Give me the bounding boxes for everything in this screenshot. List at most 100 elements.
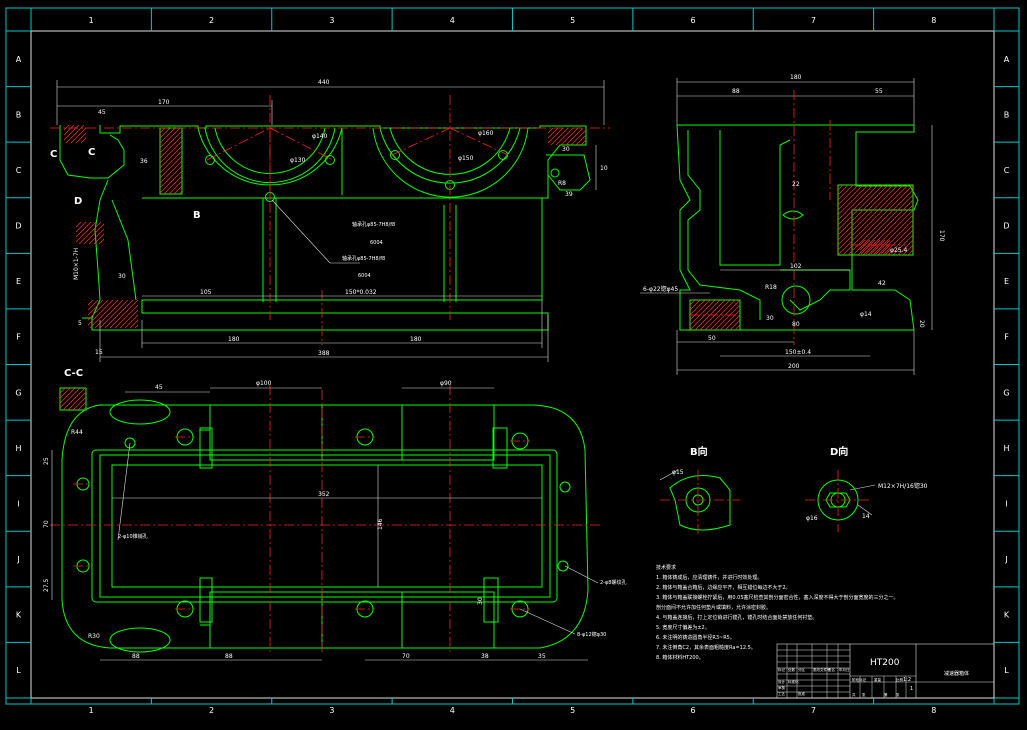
zone-col-label-bottom: 2	[209, 706, 214, 715]
dim-side-55: 55	[875, 88, 883, 95]
dim-side-150: 150±0.4	[785, 349, 811, 356]
side-view	[640, 78, 933, 375]
dim-top-25: 25	[43, 457, 50, 465]
dim-side-88: 88	[732, 88, 740, 95]
dim-bore2-in: φ150	[458, 155, 474, 162]
zone-col-label-top: 1	[89, 16, 94, 25]
note-line: 4. 与箱盖连接后，打上定位销进行镗孔，镗孔时结合面处禁放任何衬垫。	[656, 614, 817, 621]
zone-col-label-bottom: 1	[89, 706, 94, 715]
dim-top-70b: 70	[402, 653, 410, 660]
top-view	[50, 385, 600, 661]
zone-col-label-top: 5	[570, 16, 575, 25]
title-block-label: 共	[852, 692, 856, 697]
dim-front-105: 105	[200, 289, 212, 296]
dim-bview-15: φ15	[672, 469, 684, 476]
notes-title: 技术要求	[656, 564, 676, 571]
note-top-holes2: 2-φ8螺纹孔	[600, 579, 626, 586]
dim-top-70: 70	[43, 520, 50, 528]
title-block-label: 年月日	[839, 667, 850, 672]
zone-row-label-right: G	[1003, 388, 1009, 397]
fit-note-1: 轴承孔φ85-7H8/f8	[352, 221, 395, 228]
dim-bore1-in: φ130	[290, 157, 306, 164]
dim-side-42: 42	[878, 280, 886, 287]
title-block-label: 重量	[874, 677, 882, 682]
d-view	[805, 470, 876, 532]
zone-row-label-left: D	[15, 222, 21, 231]
section-mark-c-right: C	[88, 147, 95, 158]
note-line: 3. 箱体与箱盖联接螺栓拧紧后，用0.05塞尺检查其剖分面密合性，塞入深度不得大…	[656, 594, 899, 601]
fit-note-2: 轴承孔φ85-7H8/f8	[342, 255, 385, 262]
dim-top-275: 27.5	[43, 578, 50, 592]
note-line: 5. 宽度尺寸偏差为±2。	[656, 624, 710, 631]
dim-side-180: 180	[790, 74, 802, 81]
title-block-label: 更改文件号	[813, 667, 831, 672]
title-block-label: 标准化	[788, 679, 799, 684]
zone-row-label-left: A	[16, 55, 22, 64]
title-block-label: 第	[884, 692, 888, 697]
dim-front-5: 5	[78, 320, 82, 327]
title-block-label: 设计	[778, 679, 786, 684]
zone-row-label-right: F	[1004, 333, 1009, 342]
dim-front-180a: 180	[228, 336, 240, 343]
dim-top-d100: φ100	[256, 380, 272, 387]
zone-col-label-bottom: 7	[811, 706, 816, 715]
dim-front-388: 388	[318, 350, 330, 357]
zone-col-label-top: 8	[931, 16, 936, 25]
zone-row-label-left: C	[16, 166, 22, 175]
title-block-label: 批准	[798, 691, 806, 696]
zone-row-label-left: H	[15, 444, 21, 453]
dim-top-352: 352	[318, 491, 330, 498]
dim-front-30b: 30	[118, 273, 126, 280]
zone-col-label-bottom: 6	[691, 706, 696, 715]
title-block-label: 审核	[778, 685, 786, 690]
dim-dview-14: 14	[862, 513, 870, 520]
title-block-label: 工艺	[778, 691, 786, 696]
title-block-label: 比例	[896, 677, 904, 682]
zone-col-label-top: 4	[450, 16, 455, 25]
zone-col-label-top: 6	[691, 16, 696, 25]
dim-top-146: 146	[377, 518, 384, 530]
dim-bore1: φ140	[312, 133, 328, 140]
dim-side-200: 200	[788, 363, 800, 370]
note-line: 2. 箱体与箱盖合箱后，边缘应平齐，相互错位每边不大于2。	[656, 584, 791, 591]
zone-row-label-right: H	[1003, 444, 1009, 453]
title-scale: 1:2	[903, 677, 911, 683]
dim-dview-16: φ16	[806, 515, 818, 522]
dim-top-88b: 88	[225, 653, 233, 660]
dim-front-15: 15	[95, 349, 103, 356]
dim-side-22: 22	[792, 181, 800, 188]
dim-side-30: 30	[766, 315, 774, 322]
zone-col-label-bottom: 8	[931, 706, 936, 715]
title-block-label: 张	[862, 692, 866, 697]
dim-front-r8: R8	[558, 180, 566, 187]
dim-front-39: 39	[565, 191, 573, 198]
title-block-label: 标记	[778, 667, 786, 672]
dim-side-254: φ25.4	[890, 247, 908, 254]
zone-row-label-right: J	[1004, 555, 1007, 564]
note-line: 1. 箱体铸成后，应清理铸件，并进行时效处理。	[656, 574, 762, 581]
zone-row-label-right: B	[1004, 110, 1010, 119]
title-block-label: 张	[896, 692, 900, 697]
note-top-holes3: 8-φ12锪φ30	[577, 631, 606, 638]
dim-side-holes: 6-φ22锪φ45	[643, 285, 678, 293]
dim-top-30: 30	[477, 597, 484, 605]
dim-top-35: 35	[538, 653, 546, 660]
zone-row-label-left: K	[16, 611, 22, 620]
view-title-d: D向	[830, 445, 848, 458]
dim-top-45: 45	[155, 384, 163, 391]
zone-row-label-left: E	[16, 277, 21, 286]
zone-col-label-bottom: 4	[450, 706, 455, 715]
section-mark-b: B	[193, 210, 201, 221]
zone-row-label-right: K	[1004, 611, 1010, 620]
b-view	[659, 469, 740, 535]
dim-dview-m12: M12×7H/16锪30	[878, 482, 928, 490]
zone-col-label-top: 2	[209, 16, 214, 25]
dim-side-14: φ14	[860, 311, 872, 318]
note-line: 8. 箱体材料HT200。	[656, 654, 704, 661]
title-sheet: 1	[910, 686, 913, 692]
title-material: HT200	[870, 658, 900, 668]
dim-side-50: 50	[708, 335, 716, 342]
title-block: 标记处数分区更改文件号签名年月日设计标准化阶段标记重量比例审核工艺批准共张第张	[776, 643, 995, 699]
